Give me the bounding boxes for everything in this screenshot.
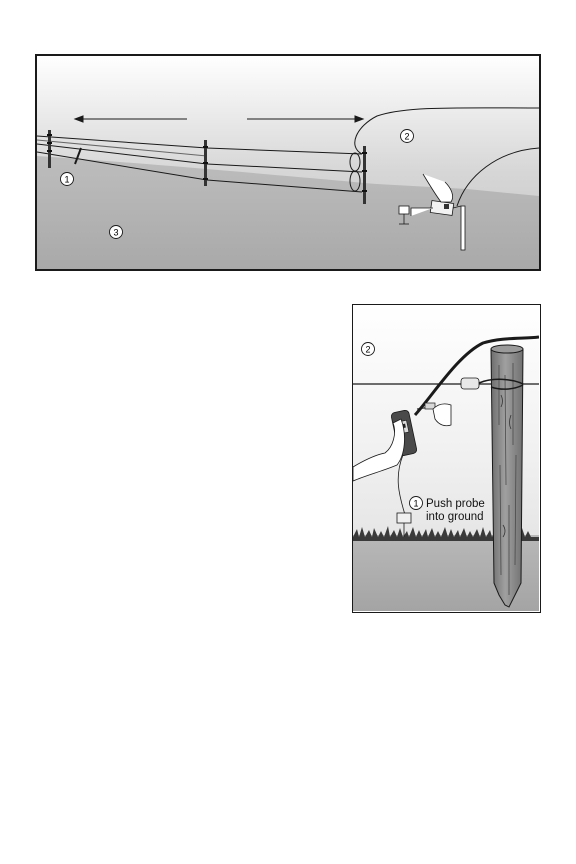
probe-caption-line-1: Push probe (426, 498, 485, 510)
callout-2: 2 (362, 343, 375, 356)
probe-caption-line-2: into ground (426, 511, 484, 523)
fence-line-scene: 1 2 3 (37, 56, 539, 269)
callout-3-label: 3 (113, 228, 118, 238)
fence-post-middle (203, 140, 208, 186)
callout-1: 1 (61, 173, 74, 186)
callout-2: 2 (401, 130, 414, 143)
ground-rod (461, 206, 465, 250)
fence-line-illustration: 1 2 3 (35, 54, 541, 271)
wooden-post-icon (491, 345, 523, 607)
callout-1: 1 (410, 497, 423, 510)
callout-1-label: 1 (413, 499, 418, 509)
callout-1-label: 1 (64, 175, 69, 185)
post-probe-scene: 2 1 Push probe into ground (353, 305, 539, 611)
callout-2-label: 2 (404, 132, 409, 142)
post-probe-illustration: 2 1 Push probe into ground (352, 304, 541, 613)
callout-3: 3 (110, 226, 123, 239)
callout-2-label: 2 (365, 345, 370, 355)
